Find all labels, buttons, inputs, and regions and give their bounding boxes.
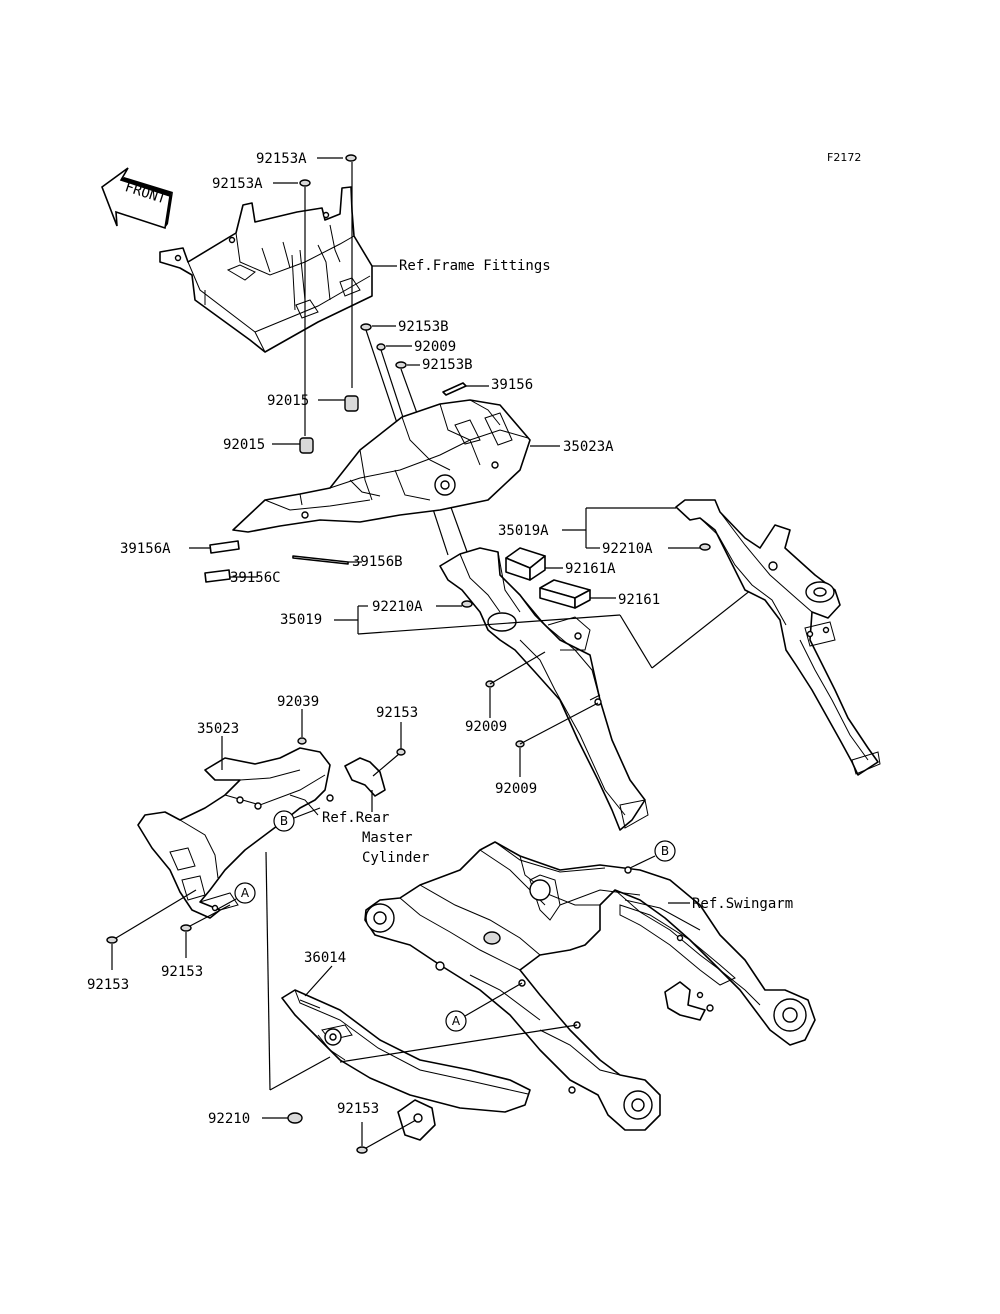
callout-a-left-letter: A: [241, 886, 250, 900]
callout-a-swing-letter: A: [452, 1014, 461, 1028]
label-39156: 39156: [491, 377, 533, 393]
label-39156B: 39156B: [352, 554, 403, 570]
pad-39156C: [204, 569, 258, 583]
block-92161: [539, 579, 616, 609]
bracket-35019A: [562, 507, 711, 551]
bolt-92009-low: [515, 702, 599, 777]
bracket-35019: [334, 574, 771, 669]
rear-fender-35023A-part: [232, 399, 531, 533]
chain-guard-35023-part: [137, 747, 334, 919]
label-92009-mid: 92009: [465, 719, 507, 735]
callout-a-swing: A: [339, 982, 578, 1063]
label-92015-lower: 92015: [223, 437, 265, 453]
label-92153A-top: 92153A: [256, 151, 307, 167]
callout-b-swing-letter: B: [661, 844, 669, 858]
label-92161A: 92161A: [565, 561, 616, 577]
label-92161: 92161: [618, 592, 660, 608]
label-36014: 36014: [304, 950, 346, 966]
label-92153A-second: 92153A: [212, 176, 263, 192]
label-92153B-2: 92153B: [422, 357, 473, 373]
grommet-92015-upper: [318, 395, 359, 412]
bolt-92153-bottom: [356, 1119, 417, 1154]
label-92153-upper: 92153: [376, 705, 418, 721]
bracket-35019A-part: [675, 499, 881, 776]
pad-39156A: [189, 540, 240, 554]
callout-b-upper: B: [273, 807, 321, 832]
swingarm-part: [364, 841, 816, 1131]
grommet-92210: [262, 851, 331, 1124]
pad-39156: [442, 382, 489, 396]
label-39156C: 39156C: [230, 570, 281, 586]
inner-fender-35019-part: [439, 547, 649, 831]
bolt-92153A-top: [317, 154, 357, 388]
label-35023A: 35023A: [563, 439, 614, 455]
label-92015-upper: 92015: [267, 393, 309, 409]
leader-36014: [304, 965, 333, 997]
grommet-92015-lower: [272, 437, 314, 454]
block-92161A: [505, 547, 563, 581]
bolt-92153-left: [106, 889, 197, 970]
rear-master-cylinder-bracket: [344, 722, 406, 812]
label-92210A-left: 92210A: [372, 599, 423, 615]
label-92153-mid: 92153: [161, 964, 203, 980]
label-92153-left: 92153: [87, 977, 129, 993]
label-92210A-right: 92210A: [602, 541, 653, 557]
label-92009-low: 92009: [495, 781, 537, 797]
callout-b-upper-letter: B: [280, 814, 288, 828]
front-arrow-icon: FRONT: [101, 167, 173, 230]
label-ref-rear-2: Master: [362, 830, 413, 846]
bolt-92009-mid: [485, 651, 546, 718]
pad-39156B: [292, 555, 362, 565]
diagram-code: F2172: [827, 151, 861, 164]
chain-cover-36014-part: [281, 989, 531, 1141]
label-92009-top: 92009: [414, 339, 456, 355]
label-ref-frame: Ref.Frame Fittings: [399, 258, 551, 274]
battery-case-part: [159, 186, 373, 353]
label-35019A: 35019A: [498, 523, 549, 539]
label-ref-swingarm: Ref.Swingarm: [692, 896, 793, 912]
callout-a-left: A: [215, 882, 256, 911]
label-ref-rear-1: Ref.Rear: [322, 810, 389, 826]
bolt-92153A-second: [273, 179, 311, 436]
label-92039: 92039: [277, 694, 319, 710]
label-35019: 35019: [280, 612, 322, 628]
label-92210: 92210: [208, 1111, 250, 1127]
bolt-92153-mid: [180, 904, 231, 958]
label-92153-bottom: 92153: [337, 1101, 379, 1117]
label-35023: 35023: [197, 721, 239, 737]
clip-92039: [297, 709, 307, 745]
label-92153B-1: 92153B: [398, 319, 449, 335]
callout-b-swing: B: [629, 840, 676, 869]
label-ref-rear-3: Cylinder: [362, 850, 429, 866]
label-39156A: 39156A: [120, 541, 171, 557]
